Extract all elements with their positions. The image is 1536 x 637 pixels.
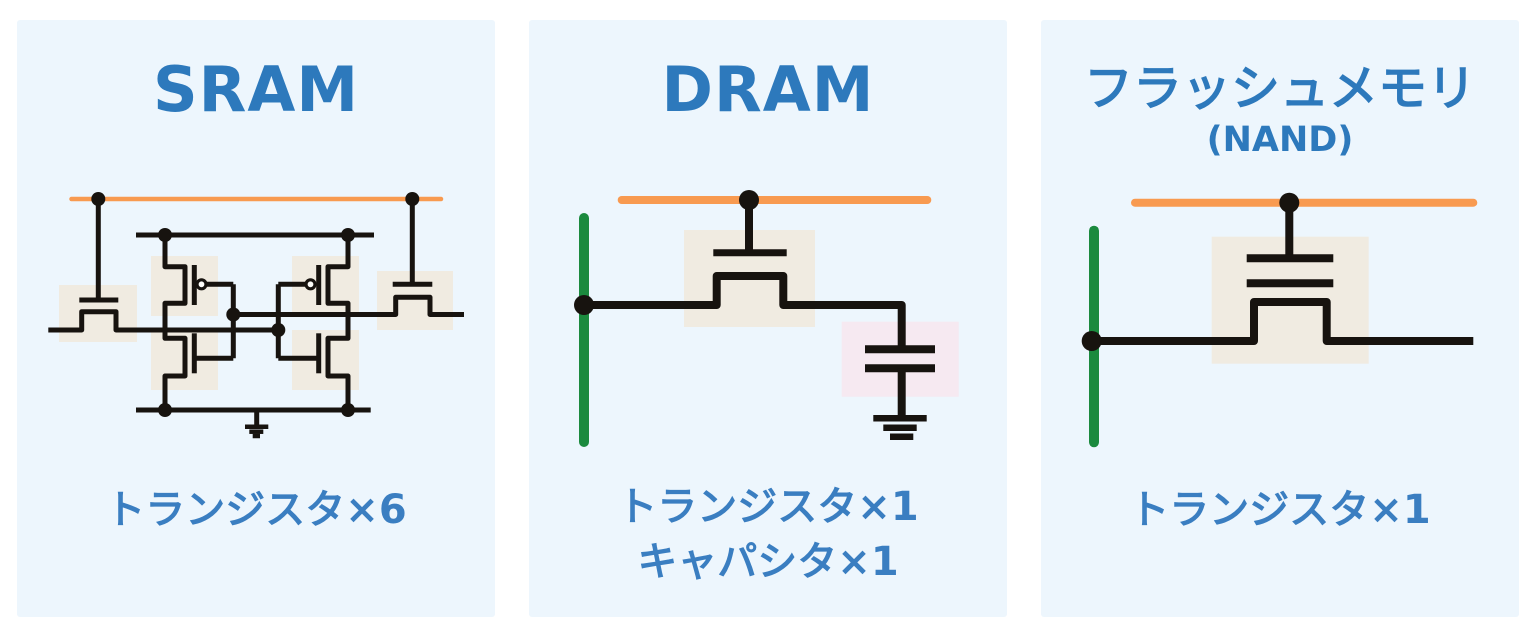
junction-dot [1081,331,1102,351]
panel-sram: SRAM [17,20,495,617]
panel-subtitle: (NAND) [1206,120,1354,160]
pmos-gate-bubble [304,278,317,291]
panel-title: フラッシュメモリ [1083,60,1476,117]
junction-dot [574,295,594,315]
access-transistor-left-channel [48,309,279,333]
caption-line: トランジスタ×1 [617,484,919,530]
junction-dot [341,403,355,417]
caption-line: トランジスタ×1 [1129,487,1431,533]
panel-caption: トランジスタ×1 [1041,486,1519,534]
junction-dot [91,192,106,206]
transistor-highlight [377,271,453,330]
inverter-right-channel [325,235,351,410]
junction-dot [341,228,355,242]
junction-dot [271,323,286,337]
junction-dot [226,307,241,322]
junction-dot [1279,192,1300,213]
junction-dot [405,192,420,206]
access-transistor-right-channel [233,294,464,317]
panel-title: SRAM [152,53,360,126]
junction-dot [158,403,172,417]
junction-dot [739,190,759,210]
caption-line: トランジスタ×6 [105,487,407,533]
flash-cell-schematic [1081,192,1478,448]
transistor-channel [584,272,906,350]
caption-line: キャパシタ×1 [637,539,899,585]
transistor-channel [1091,298,1474,345]
dram-cell-schematic [574,190,959,447]
panel-caption: トランジスタ×6 [17,486,495,534]
panel-title: DRAM [661,53,875,126]
junction-dot [158,228,172,242]
pmos-gate-bubble [195,278,208,291]
inverter-left-channel [162,235,188,410]
sram-cell-schematic [48,192,464,439]
panel-dram: DRAM トランジスタ×1 キャパシタ×1 [529,20,1007,617]
panel-caption: トランジスタ×1 キャパシタ×1 [529,480,1007,590]
panel-flash: フラッシュメモリ (NAND) トランジスタ×1 [1041,20,1519,617]
